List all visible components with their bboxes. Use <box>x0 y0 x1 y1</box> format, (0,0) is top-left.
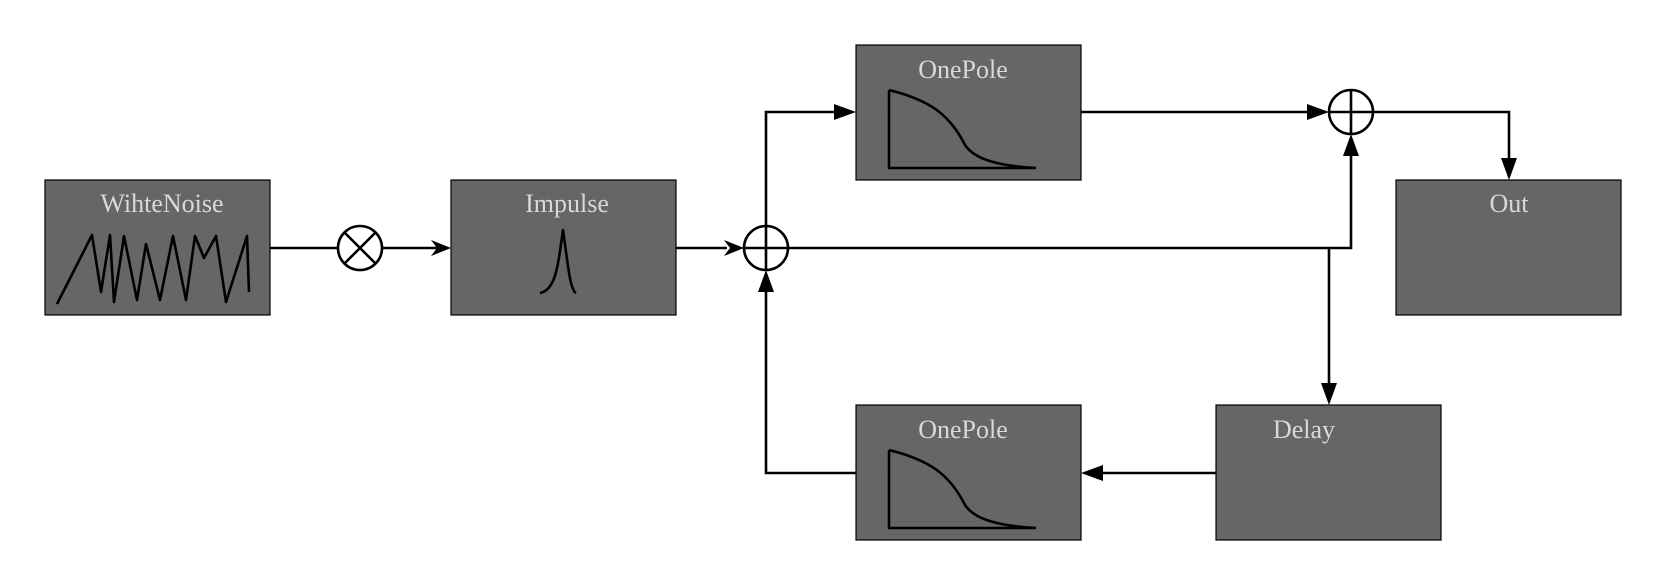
impulse-block[interactable]: Impulse <box>450 179 677 316</box>
onepole-top-label: OnePole <box>918 55 1008 84</box>
onepole-top-block[interactable]: OnePole <box>855 44 1082 181</box>
arrowheads <box>431 104 1517 481</box>
arrow-right-icon <box>834 104 856 120</box>
onepole-bottom-block[interactable]: OnePole <box>855 404 1082 541</box>
arrow-right-icon <box>431 240 451 256</box>
delay-label: Delay <box>1273 415 1335 444</box>
wire-onepole-bottom-to-sum <box>764 284 856 475</box>
impulse-peak-icon <box>539 228 577 295</box>
whitenoise-label: WihteNoise <box>100 189 223 218</box>
multiply-icon <box>343 231 377 265</box>
out-block[interactable]: Out <box>1395 179 1622 316</box>
whitenoise-block[interactable]: WihteNoise <box>44 179 271 316</box>
out-label: Out <box>1490 189 1530 218</box>
wire-sum-to-onepole-top <box>764 110 842 226</box>
delay-block[interactable]: Delay <box>1215 404 1442 541</box>
multiply-junction[interactable] <box>336 224 384 272</box>
sum-junction-left[interactable] <box>742 224 790 272</box>
arrow-right-icon <box>724 240 744 256</box>
arrow-up-icon <box>1343 134 1359 156</box>
connections <box>270 110 1511 475</box>
sum-junction-right[interactable] <box>1327 88 1375 136</box>
impulse-label: Impulse <box>525 189 609 218</box>
lowpass-curve-icon <box>887 448 1037 530</box>
noise-waveform-icon <box>55 233 251 305</box>
arrow-down-icon <box>1321 383 1337 405</box>
sum-icon <box>744 226 788 270</box>
arrow-left-icon <box>1081 465 1103 481</box>
arrow-down-icon <box>1501 158 1517 180</box>
onepole-bottom-label: OnePole <box>918 415 1008 444</box>
wire-sum-right-to-out <box>1373 110 1511 167</box>
arrow-right-icon <box>1307 104 1329 120</box>
wire-sum-to-sum-right <box>788 148 1353 250</box>
arrow-up-icon <box>758 270 774 292</box>
lowpass-curve-icon <box>887 88 1037 170</box>
sum-icon <box>1329 90 1373 134</box>
